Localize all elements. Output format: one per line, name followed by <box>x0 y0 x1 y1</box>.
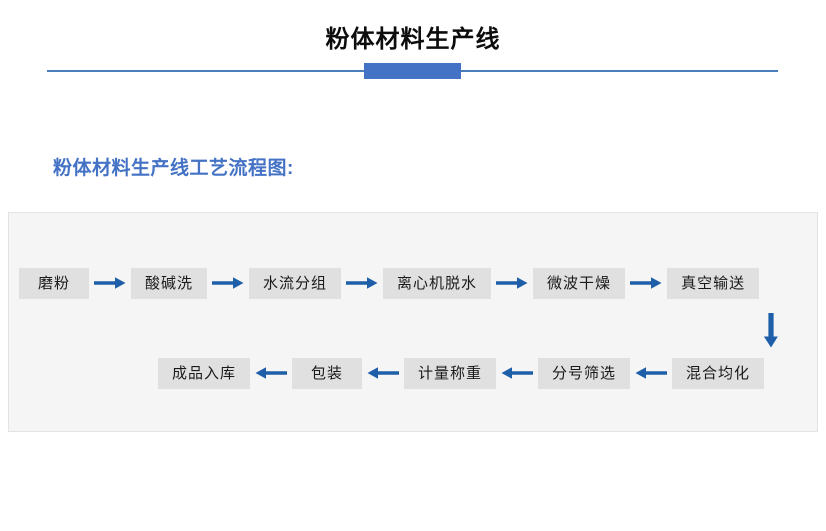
flowchart-panel: 磨粉 酸碱洗 水流分组 离心机脱水 微波干燥 真空输送 成品入库 包装 <box>8 212 818 432</box>
flow-node-jiliangchengzhong[interactable]: 计量称重 <box>404 357 497 389</box>
flow-node-shuiliufenzu[interactable]: 水流分组 <box>249 267 342 299</box>
arrow-down-icon <box>753 311 789 351</box>
arrow-left-icon <box>362 358 404 389</box>
flow-node-chengpinruku[interactable]: 成品入库 <box>158 357 251 389</box>
section-subtitle: 粉体材料生产线工艺流程图: <box>53 158 294 179</box>
flowchart-row-bottom: 成品入库 包装 计量称重 分号筛选 混合均化 <box>158 357 765 389</box>
flow-node-zhenkongshusong[interactable]: 真空输送 <box>667 267 760 299</box>
arrow-left-icon <box>496 358 538 389</box>
page-title: 粉体材料生产线 <box>325 26 501 53</box>
flow-node-lixinjituoshui[interactable]: 离心机脱水 <box>383 267 492 299</box>
flowchart-row-top: 磨粉 酸碱洗 水流分组 离心机脱水 微波干燥 真空输送 <box>19 267 760 299</box>
page-header: 粉体材料生产线 <box>0 0 826 100</box>
arrow-right-icon <box>207 268 249 299</box>
flow-node-weibeiganzao[interactable]: 微波干燥 <box>533 267 626 299</box>
arrow-right-icon <box>341 268 383 299</box>
arrow-right-icon <box>625 268 667 299</box>
arrow-left-icon <box>250 358 292 389</box>
arrow-left-icon <box>630 358 672 389</box>
flow-node-fenhaoshaixuan[interactable]: 分号筛选 <box>538 357 631 389</box>
arrow-right-icon <box>491 268 533 299</box>
flow-node-mofen[interactable]: 磨粉 <box>19 267 89 299</box>
arrow-right-icon <box>89 268 131 299</box>
flow-node-hunhejunhua[interactable]: 混合均化 <box>672 357 765 389</box>
flow-node-baozhuang[interactable]: 包装 <box>292 357 363 389</box>
flow-node-suanjianxi[interactable]: 酸碱洗 <box>131 267 208 299</box>
title-accent-bar <box>364 63 461 79</box>
